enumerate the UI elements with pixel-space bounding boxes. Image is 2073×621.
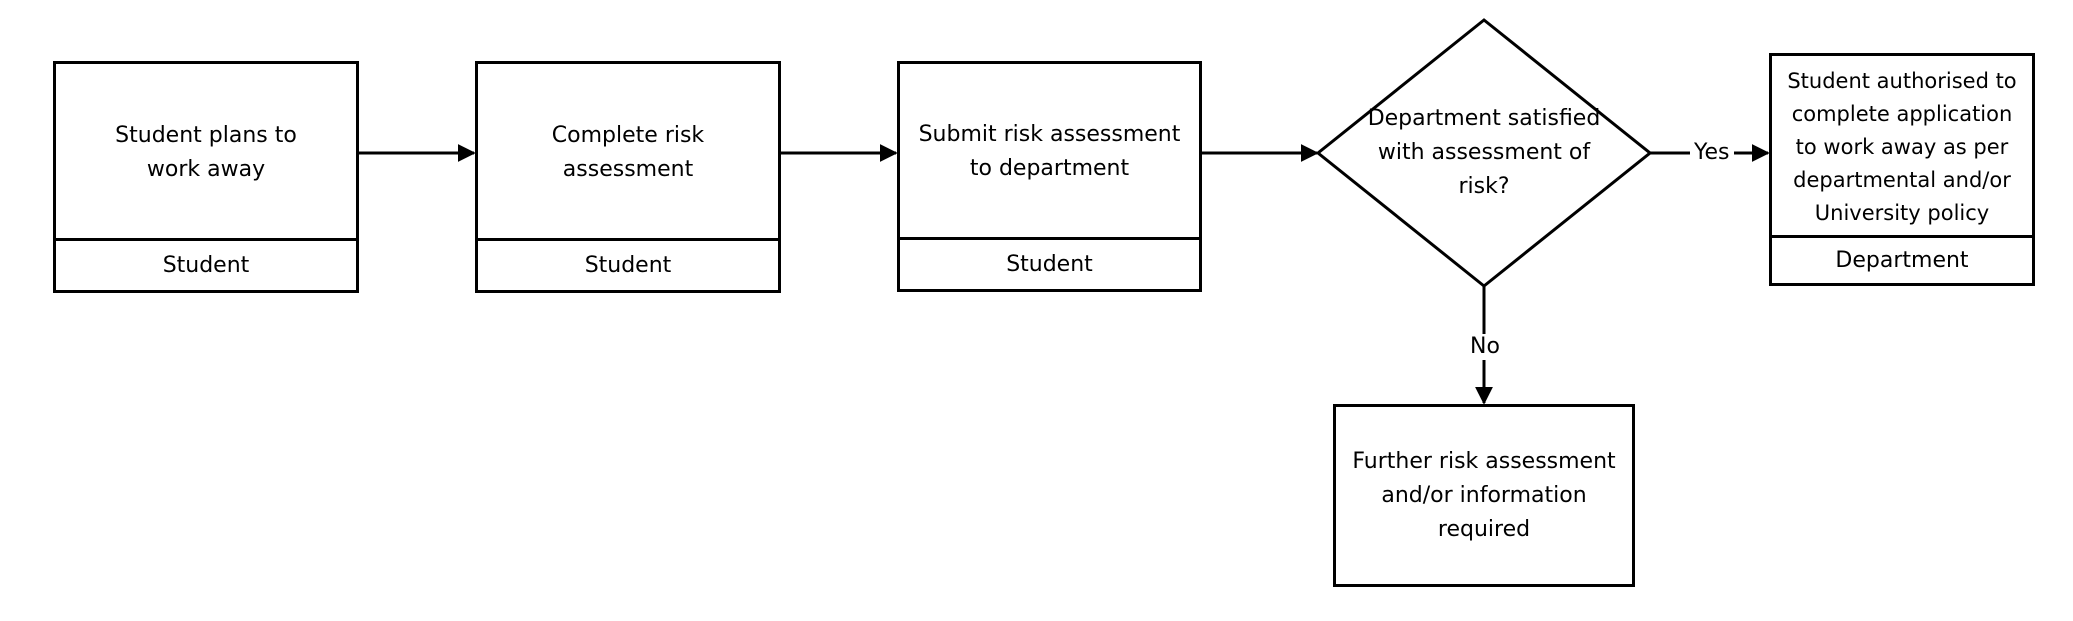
label-yes: Yes bbox=[1690, 140, 1734, 166]
node-submit-role: Student bbox=[900, 237, 1199, 289]
node-authorised: Student authorised to complete applicati… bbox=[1769, 53, 2035, 286]
node-plan-text: Student plans to work away bbox=[115, 122, 297, 182]
node-complete: Complete risk assessment Student bbox=[475, 61, 781, 293]
node-authorised-role: Department bbox=[1772, 235, 2032, 283]
label-no: No bbox=[1466, 334, 1504, 360]
node-plan: Student plans to work away Student bbox=[53, 61, 359, 293]
node-submit-text: Submit risk assessment to department bbox=[918, 122, 1181, 181]
node-submit: Submit risk assessment to department Stu… bbox=[897, 61, 1202, 292]
node-further-text: Further risk assessment and/or informati… bbox=[1352, 448, 1616, 542]
node-complete-text: Complete risk assessment bbox=[551, 122, 705, 182]
node-complete-role: Student bbox=[478, 238, 778, 290]
node-authorised-text: Student authorised to complete applicati… bbox=[1787, 68, 2017, 225]
node-decision-text: Department satisfied with assessment of … bbox=[1367, 106, 1601, 199]
node-plan-role: Student bbox=[56, 238, 356, 290]
node-further: Further risk assessment and/or informati… bbox=[1333, 404, 1635, 587]
